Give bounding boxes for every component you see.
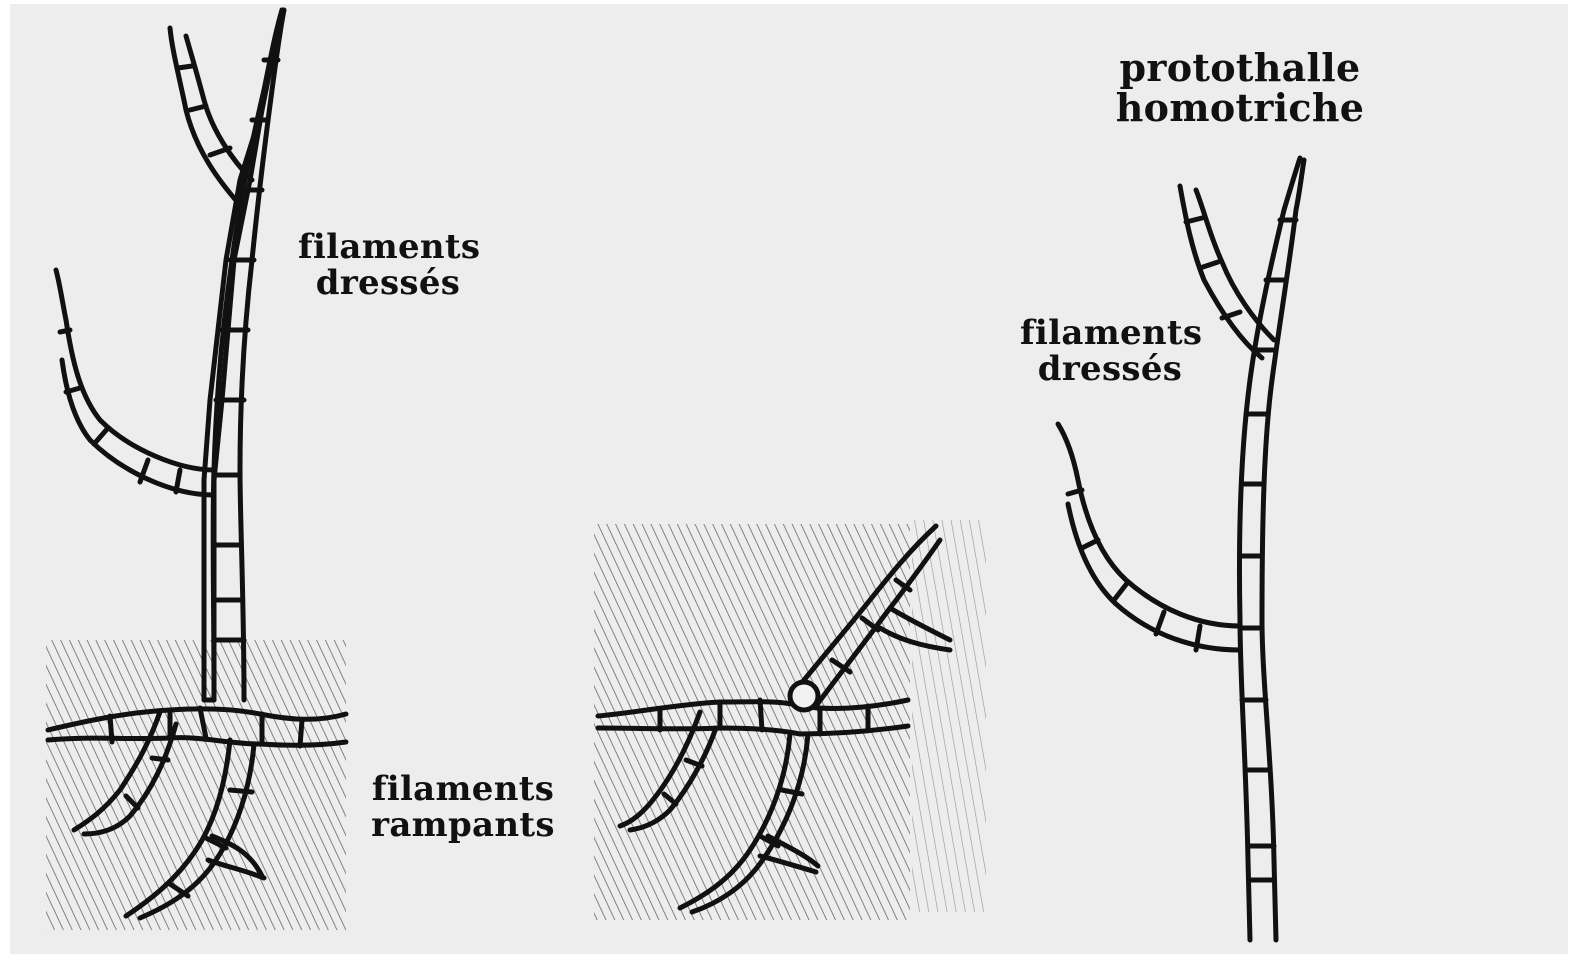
label-line: filaments bbox=[368, 772, 558, 808]
label-line: dressés bbox=[298, 266, 478, 302]
label-line: dressés bbox=[1020, 352, 1200, 388]
label-erect-filaments-right: filaments dressés bbox=[1020, 316, 1200, 387]
diagram-title: protothalle homotriche bbox=[990, 48, 1490, 128]
label-line: rampants bbox=[368, 808, 558, 844]
label-creeping-filaments: filaments rampants bbox=[368, 772, 558, 843]
left-erect-filaments bbox=[56, 10, 284, 700]
label-line: filaments bbox=[298, 230, 478, 266]
substrate-middle-edge bbox=[912, 520, 986, 912]
right-erect-filaments bbox=[1058, 158, 1304, 940]
label-erect-filaments-left: filaments dressés bbox=[298, 230, 478, 301]
label-line: filaments bbox=[1020, 316, 1200, 352]
substrate-middle bbox=[594, 524, 910, 920]
